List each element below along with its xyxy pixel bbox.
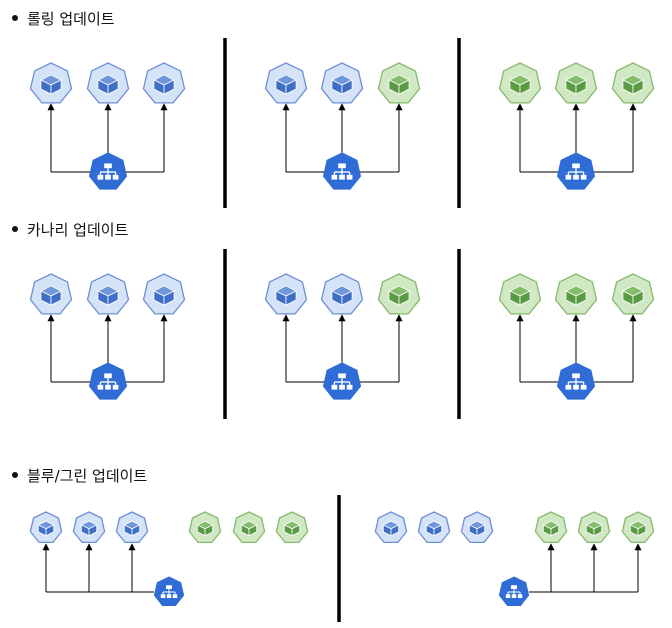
pod-blue-icon [115, 511, 149, 544]
pod-blue-icon [142, 273, 186, 315]
pod-green-icon [554, 273, 598, 315]
pod-blue-icon [86, 273, 130, 315]
pod-blue-icon [374, 511, 408, 544]
bullet-icon [12, 14, 18, 21]
section-bluegreen-title: 블루/그린 업데이트 [12, 465, 147, 486]
pod-green-icon [188, 511, 222, 544]
pod-green-icon [577, 511, 611, 544]
section-title-text: 블루/그린 업데이트 [27, 467, 148, 485]
service-lb-icon [556, 152, 596, 190]
pod-blue-icon [29, 511, 63, 544]
pod-green-icon [377, 62, 421, 104]
service-lb-icon [153, 576, 185, 606]
pod-green-icon [621, 511, 655, 544]
section-title-text: 롤링 업데이트 [27, 10, 115, 28]
pod-green-icon [275, 511, 309, 544]
pod-green-icon [232, 511, 266, 544]
pod-blue-icon [320, 62, 364, 104]
pod-green-icon [554, 62, 598, 104]
service-lb-icon [322, 362, 362, 400]
service-lb-icon [498, 576, 530, 606]
pod-green-icon [498, 62, 542, 104]
pod-blue-icon [264, 273, 308, 315]
section-rolling-title: 롤링 업데이트 [12, 8, 115, 29]
section-canary-title: 카나리 업데이트 [12, 219, 128, 240]
service-lb-icon [322, 152, 362, 190]
pod-blue-icon [264, 62, 308, 104]
service-lb-icon [88, 152, 128, 190]
pod-green-icon [611, 273, 655, 315]
pod-blue-icon [417, 511, 451, 544]
pod-green-icon [611, 62, 655, 104]
service-lb-icon [88, 362, 128, 400]
service-lb-icon [556, 362, 596, 400]
pod-blue-icon [320, 273, 364, 315]
pod-blue-icon [29, 62, 73, 104]
section-title-text: 카나리 업데이트 [27, 221, 129, 239]
bullet-icon [12, 225, 18, 232]
pod-blue-icon [460, 511, 494, 544]
pod-green-icon [498, 273, 542, 315]
pod-blue-icon [86, 62, 130, 104]
pod-blue-icon [142, 62, 186, 104]
pod-green-icon [534, 511, 568, 544]
pod-blue-icon [72, 511, 106, 544]
bullet-icon [12, 471, 18, 478]
pod-green-icon [377, 273, 421, 315]
pod-blue-icon [29, 273, 73, 315]
